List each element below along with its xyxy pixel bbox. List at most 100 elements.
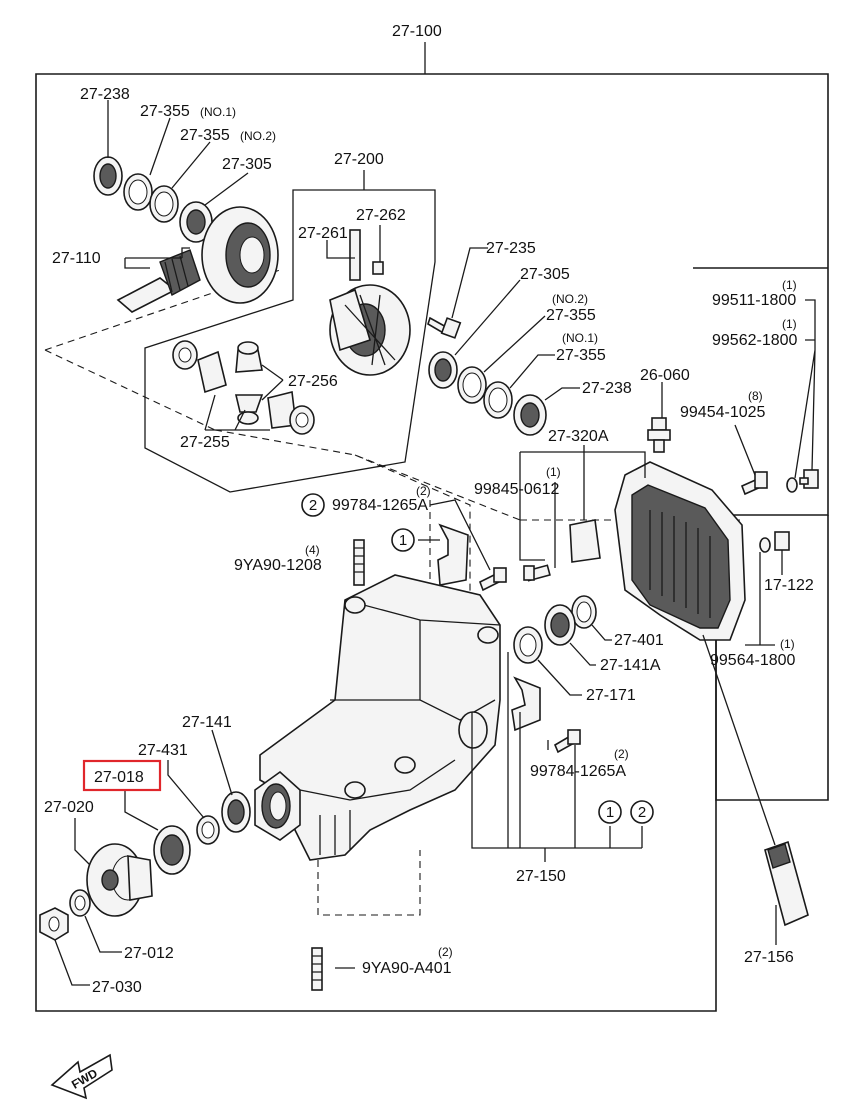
label-27-030[interactable]: 27-030 xyxy=(92,979,142,996)
svg-text:(1): (1) xyxy=(782,278,797,292)
label-27-200[interactable]: 27-200 xyxy=(334,151,384,168)
svg-text:(1): (1) xyxy=(782,317,797,331)
label-99784-1265a-upper[interactable]: 99784-1265A xyxy=(332,497,428,514)
bolt-27-235 xyxy=(427,316,462,339)
label-26-060[interactable]: 26-060 xyxy=(640,367,690,384)
svg-text:(NO.2): (NO.2) xyxy=(552,292,588,306)
label-27-238[interactable]: 27-238 xyxy=(80,86,130,103)
differential-case-bracket xyxy=(144,189,436,493)
differential-case xyxy=(329,284,411,376)
svg-text:(8): (8) xyxy=(748,389,763,403)
label-99511-1800[interactable]: 99511-1800 xyxy=(712,292,796,309)
label-27-150[interactable]: 27-150 xyxy=(516,868,566,885)
label-99562-1800[interactable]: 99562-1800 xyxy=(712,332,798,349)
bearing-cap-upper xyxy=(437,523,469,586)
shim-27-355-right-no2 xyxy=(457,366,487,404)
bolt-99454-1025 xyxy=(740,471,768,496)
label-27-431[interactable]: 27-431 xyxy=(138,742,188,759)
svg-text:2: 2 xyxy=(638,804,646,821)
svg-text:(NO.1): (NO.1) xyxy=(200,105,236,119)
svg-text:(2): (2) xyxy=(438,945,453,959)
washer-27-012 xyxy=(69,889,91,917)
label-99454-1025[interactable]: 99454-1025 xyxy=(680,404,766,421)
circle-marker-1-lower[interactable]: 1 xyxy=(598,800,622,824)
differential-carrier-housing xyxy=(254,574,501,861)
pinion-shaft-27-261 xyxy=(349,229,361,281)
label-27-401[interactable]: 27-401 xyxy=(614,632,664,649)
label-17-122[interactable]: 17-122 xyxy=(764,577,814,594)
svg-text:(2): (2) xyxy=(614,747,629,761)
oil-seal-27-238 xyxy=(93,156,123,196)
shim-27-355-right-no1 xyxy=(483,381,513,419)
bearing-27-305-right xyxy=(428,351,458,389)
svg-text:(NO.1): (NO.1) xyxy=(562,331,598,345)
bearing-27-141 xyxy=(221,791,251,833)
dipstick-27-156 xyxy=(702,634,809,927)
label-27-171[interactable]: 27-171 xyxy=(586,687,636,704)
plug-17-122 xyxy=(759,531,790,553)
label-27-255[interactable]: 27-255 xyxy=(180,434,230,451)
label-27-238-right[interactable]: 27-238 xyxy=(582,380,632,397)
bearing-27-141a xyxy=(544,604,576,646)
label-27-305-right[interactable]: 27-305 xyxy=(520,266,570,283)
bolt-99845-0612 xyxy=(523,564,551,582)
svg-text:2: 2 xyxy=(309,497,317,514)
ring-gear xyxy=(201,206,279,304)
label-27-012[interactable]: 27-012 xyxy=(124,945,174,962)
stud-9ya90-a401 xyxy=(311,947,323,991)
stud-9ya90-1208 xyxy=(353,539,365,586)
svg-text:(NO.2): (NO.2) xyxy=(240,129,276,143)
companion-flange-27-020 xyxy=(86,843,153,917)
label-27-235[interactable]: 27-235 xyxy=(486,240,536,257)
side-gear-left xyxy=(197,350,227,394)
label-27-018[interactable]: 27-018 xyxy=(94,769,144,786)
svg-text:(2): (2) xyxy=(416,484,431,498)
drive-pinion-27-110 xyxy=(116,249,201,313)
circle-marker-1-upper[interactable]: 1 xyxy=(391,528,415,552)
fwd-arrow-icon: FWD xyxy=(50,1053,113,1100)
washer-99511-1800 xyxy=(786,477,798,493)
label-27-355-right-no1[interactable]: 27-355 xyxy=(556,347,606,364)
label-27-305[interactable]: 27-305 xyxy=(222,156,272,173)
label-9ya90-1208[interactable]: 9YA90-1208 xyxy=(234,557,322,574)
label-27-020[interactable]: 27-020 xyxy=(44,799,94,816)
label-27-355-no1[interactable]: 27-355 xyxy=(140,103,190,120)
bolt-99784-1265a-lower xyxy=(553,729,581,754)
right-frame-box xyxy=(693,267,829,801)
svg-text:(1): (1) xyxy=(546,465,561,479)
label-99564-1800[interactable]: 99564-1800 xyxy=(710,652,796,669)
label-27-320a[interactable]: 27-320A xyxy=(548,428,609,445)
label-27-141a[interactable]: 27-141A xyxy=(600,657,661,674)
pin-27-262 xyxy=(372,261,384,275)
bushing-27-171 xyxy=(513,626,543,664)
svg-text:1: 1 xyxy=(606,804,614,821)
bracket-27-150 xyxy=(471,652,643,862)
circle-marker-2-upper[interactable]: 2 xyxy=(301,493,325,517)
part-labels: 27-100 27-238 27-355 (NO.1) 27-355 (NO.2… xyxy=(44,23,814,996)
spacer-27-431 xyxy=(196,815,220,845)
rear-cover xyxy=(614,461,746,641)
label-99784-1265a-lower[interactable]: 99784-1265A xyxy=(530,763,626,780)
label-27-355-right-no2[interactable]: 27-355 xyxy=(546,307,596,324)
highlight-27-018 xyxy=(82,759,162,792)
label-27-355-no2[interactable]: 27-355 xyxy=(180,127,230,144)
label-27-156[interactable]: 27-156 xyxy=(744,949,794,966)
pinion-mate-lower xyxy=(234,394,264,413)
plug-99562-1800 xyxy=(799,469,819,489)
label-27-261[interactable]: 27-261 xyxy=(298,225,348,242)
svg-text:1: 1 xyxy=(399,532,407,549)
label-27-256[interactable]: 27-256 xyxy=(288,373,338,390)
label-27-262[interactable]: 27-262 xyxy=(356,207,406,224)
label-27-141[interactable]: 27-141 xyxy=(182,714,232,731)
oil-seal-27-018 xyxy=(153,825,191,875)
label-27-110[interactable]: 27-110 xyxy=(52,250,101,267)
label-27-100[interactable]: 27-100 xyxy=(392,23,442,40)
gasket-27-320a xyxy=(569,519,601,563)
bolt-99784-1265a-upper xyxy=(478,567,507,592)
label-99845-0612[interactable]: 99845-0612 xyxy=(474,481,560,498)
circle-marker-2-lower[interactable]: 2 xyxy=(630,800,654,824)
bearing-cap-lower xyxy=(511,676,541,732)
nut-27-030 xyxy=(39,907,69,941)
label-9ya90-a401[interactable]: 9YA90-A401 xyxy=(362,960,452,977)
